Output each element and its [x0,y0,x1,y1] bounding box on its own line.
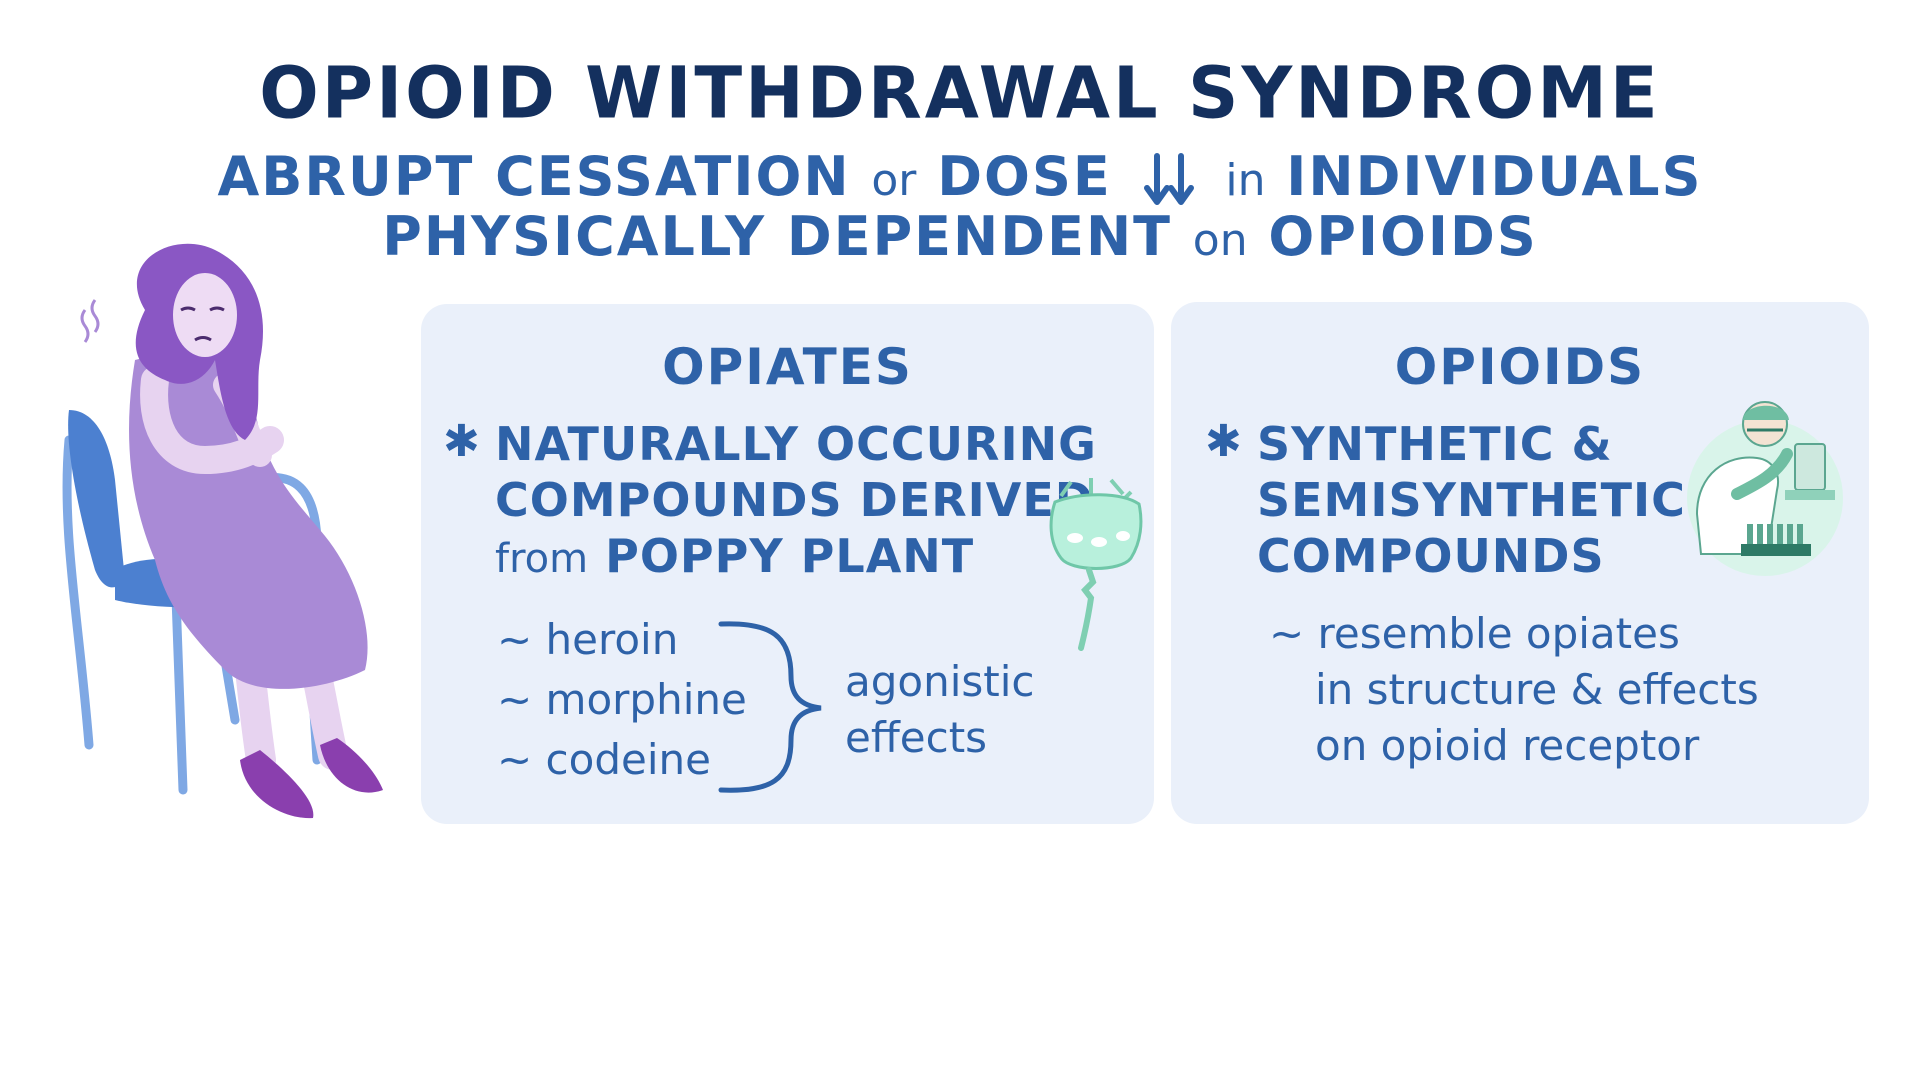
opioids-note: ~ resemble opiates in structure & effect… [1269,606,1759,774]
subtitle-text-individuals: INDIVIDUALS [1286,145,1703,208]
double-down-arrow-icon [1143,153,1194,206]
opioids-bullet: ✱ SYNTHETIC & SEMISYNTHETIC COMPOUNDS [1205,416,1686,584]
opioids-bullet-line-3: COMPOUNDS [1257,529,1605,583]
asterisk-icon: ✱ [443,416,481,467]
opioids-note-line-3: on opioid receptor [1315,721,1700,770]
list-item: ~ heroin [497,615,679,664]
subtitle-text-in: in [1225,155,1266,206]
subtitle-text-opioids: OPIOIDS [1268,205,1538,268]
opioids-bullet-line-2: SEMISYNTHETIC [1257,473,1686,527]
effects-line-1: agonistic [845,657,1035,706]
subtitle-text-abrupt: ABRUPT CESSATION [217,145,851,208]
opioids-bullet-line-1: SYNTHETIC & [1257,417,1613,471]
opiates-bullet-line-1: NATURALLY OCCURING [495,417,1097,471]
opiates-bullet: ✱ NATURALLY OCCURING COMPOUNDS DERIVED f… [443,416,1097,587]
scientist-microscope-illustration [1687,401,1843,576]
subtitle-text-or: or [871,155,917,206]
subtitle-text-on: on [1192,215,1248,266]
asterisk-icon: ✱ [1205,416,1243,467]
subtitle-text-dose: DOSE [937,145,1112,208]
opiates-bullet-poppy-plant: POPPY PLANT [605,529,975,583]
page-title: OPIOID WITHDRAWAL SYNDROME [259,51,1661,135]
poppy-pod-illustration [1049,478,1143,651]
opioids-note-line-1: ~ resemble opiates [1269,609,1680,658]
opiates-bullet-line-3: from POPPY PLANT [495,528,1097,587]
curly-brace-icon [718,621,822,793]
opiates-title: OPIATES [662,338,913,396]
list-item: ~ codeine [497,735,711,784]
opiates-examples-list: ~ heroin ~ morphine ~ codeine [497,610,747,790]
opiates-effects: agonistic effects [845,654,1035,766]
subtitle-text-physically: PHYSICALLY DEPENDENT [382,205,1172,268]
subtitle-line-1: ABRUPT CESSATION or DOSE in INDIVIDUALS [0,145,1920,210]
opiates-bullet-from: from [495,536,589,582]
effects-line-2: effects [845,713,988,762]
distressed-woman-illustration [62,243,383,819]
opiates-bullet-line-2: COMPOUNDS DERIVED [495,473,1094,527]
opioids-card: OPIOIDS ✱ SYNTHETIC & SEMISYNTHETIC COMP… [1171,302,1869,824]
opioids-title: OPIOIDS [1394,338,1646,396]
opioids-note-line-2: in structure & effects [1315,665,1759,714]
subtitle-line-2: PHYSICALLY DEPENDENT on OPIOIDS [0,205,1920,268]
opiates-card: OPIATES ✱ NATURALLY OCCURING COMPOUNDS D… [421,304,1154,824]
list-item: ~ morphine [497,675,747,724]
